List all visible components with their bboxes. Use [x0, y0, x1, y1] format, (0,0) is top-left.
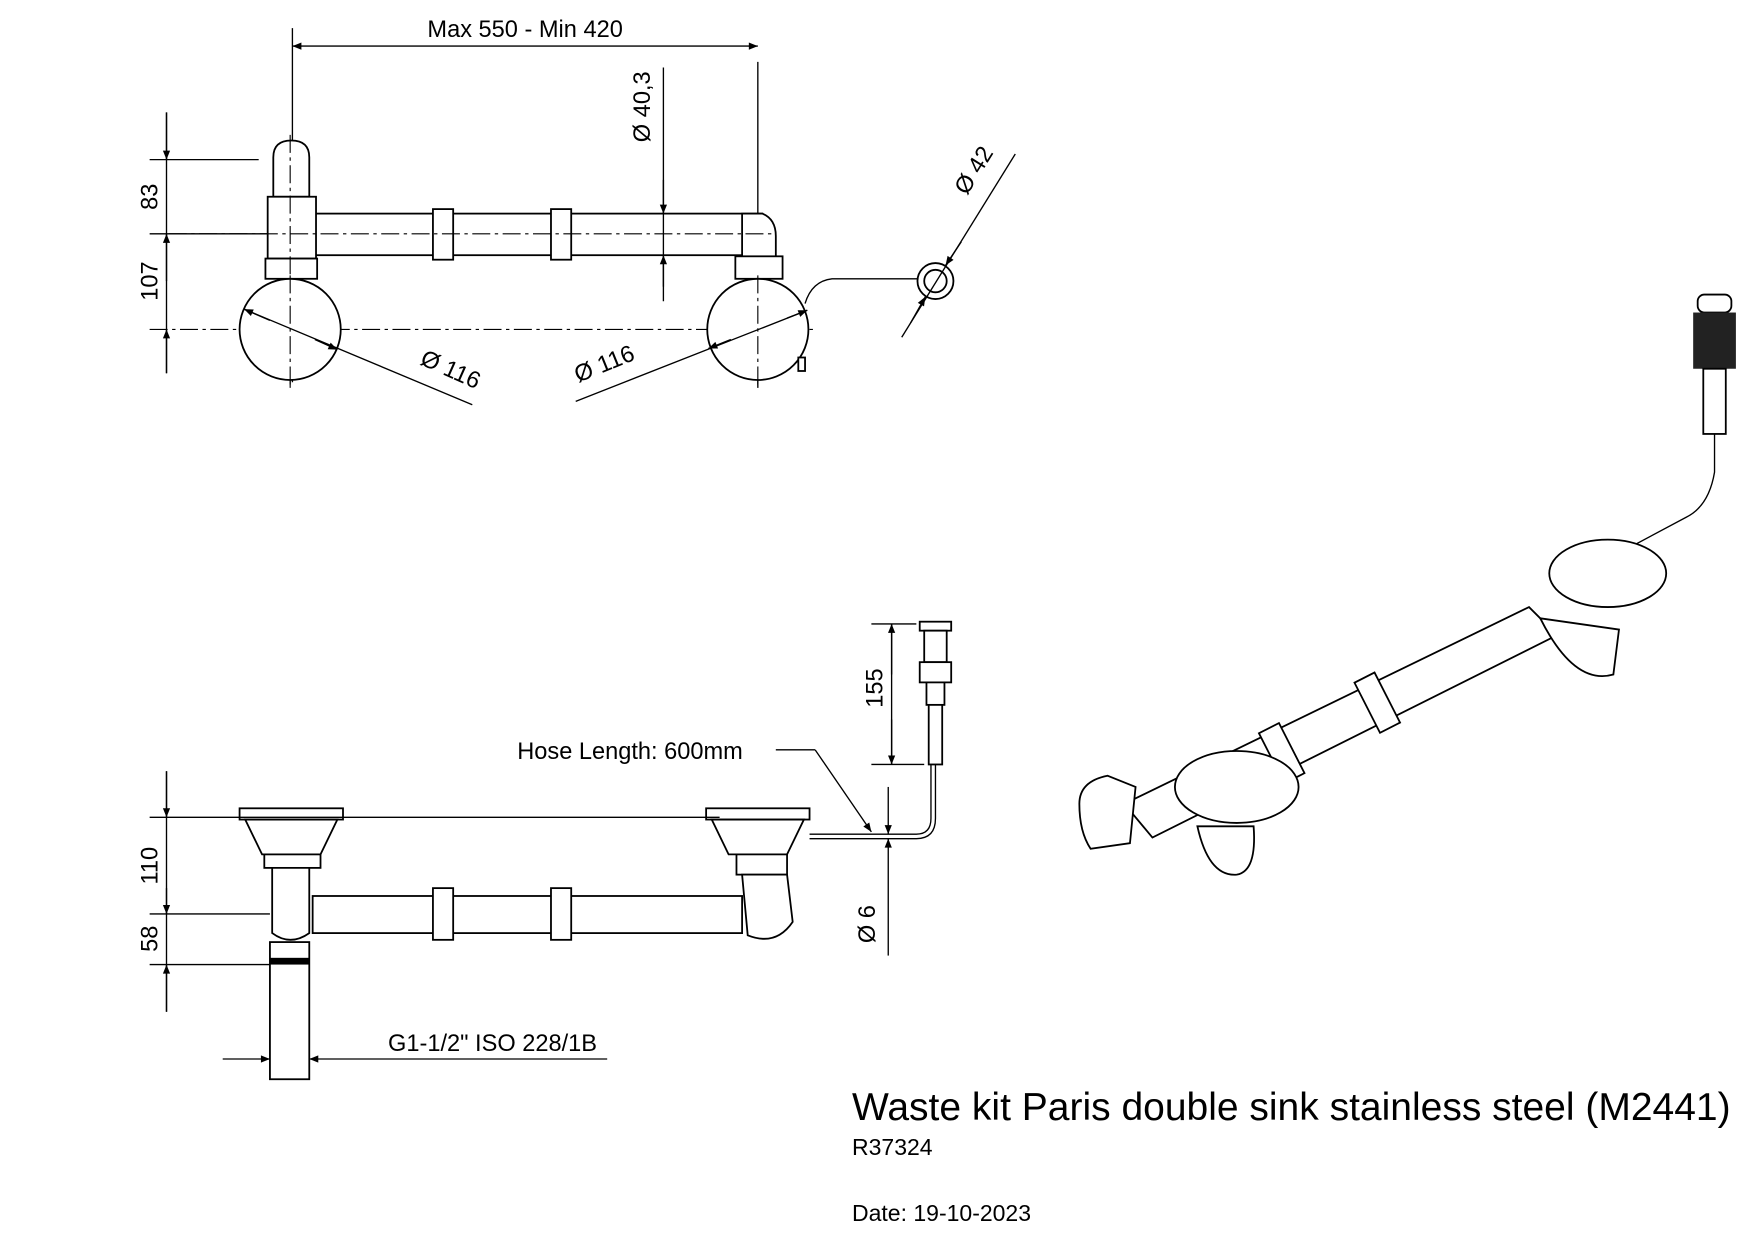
popup-height-label: 155: [863, 668, 889, 707]
popup-diameter-label: Ø 42: [950, 142, 999, 199]
span-label: Max 550 - Min 420: [427, 17, 622, 43]
height-58-label: 58: [138, 926, 164, 952]
height-110-label: 110: [138, 847, 164, 885]
thread-label: G1-1/2" ISO 228/1B: [388, 1031, 597, 1057]
left-strainer-diameter-label: Ø 116: [417, 346, 485, 395]
drawing-title: Waste kit Paris double sink stainless st…: [852, 1086, 1731, 1129]
hose-diameter-label: Ø 6: [855, 905, 881, 943]
left-strainer-disc: [1174, 750, 1300, 824]
height-83-label: 83: [138, 184, 164, 210]
pipe-diameter-label: Ø 40,3: [630, 71, 656, 142]
product-code: R37324: [852, 1134, 933, 1160]
drawing-date: Date: 19-10-2023: [852, 1200, 1032, 1226]
side-view: 110 58 G1-1/2" ISO 228/1B 155 Ø 6 Hose L…: [138, 620, 953, 1081]
isometric-view: [1078, 293, 1736, 876]
top-view: Max 550 - Min 420 83 107: [138, 17, 1016, 406]
height-107-label: 107: [138, 261, 164, 300]
hose-length-label: Hose Length: 600mm: [517, 739, 743, 765]
right-strainer-disc: [1548, 538, 1668, 608]
